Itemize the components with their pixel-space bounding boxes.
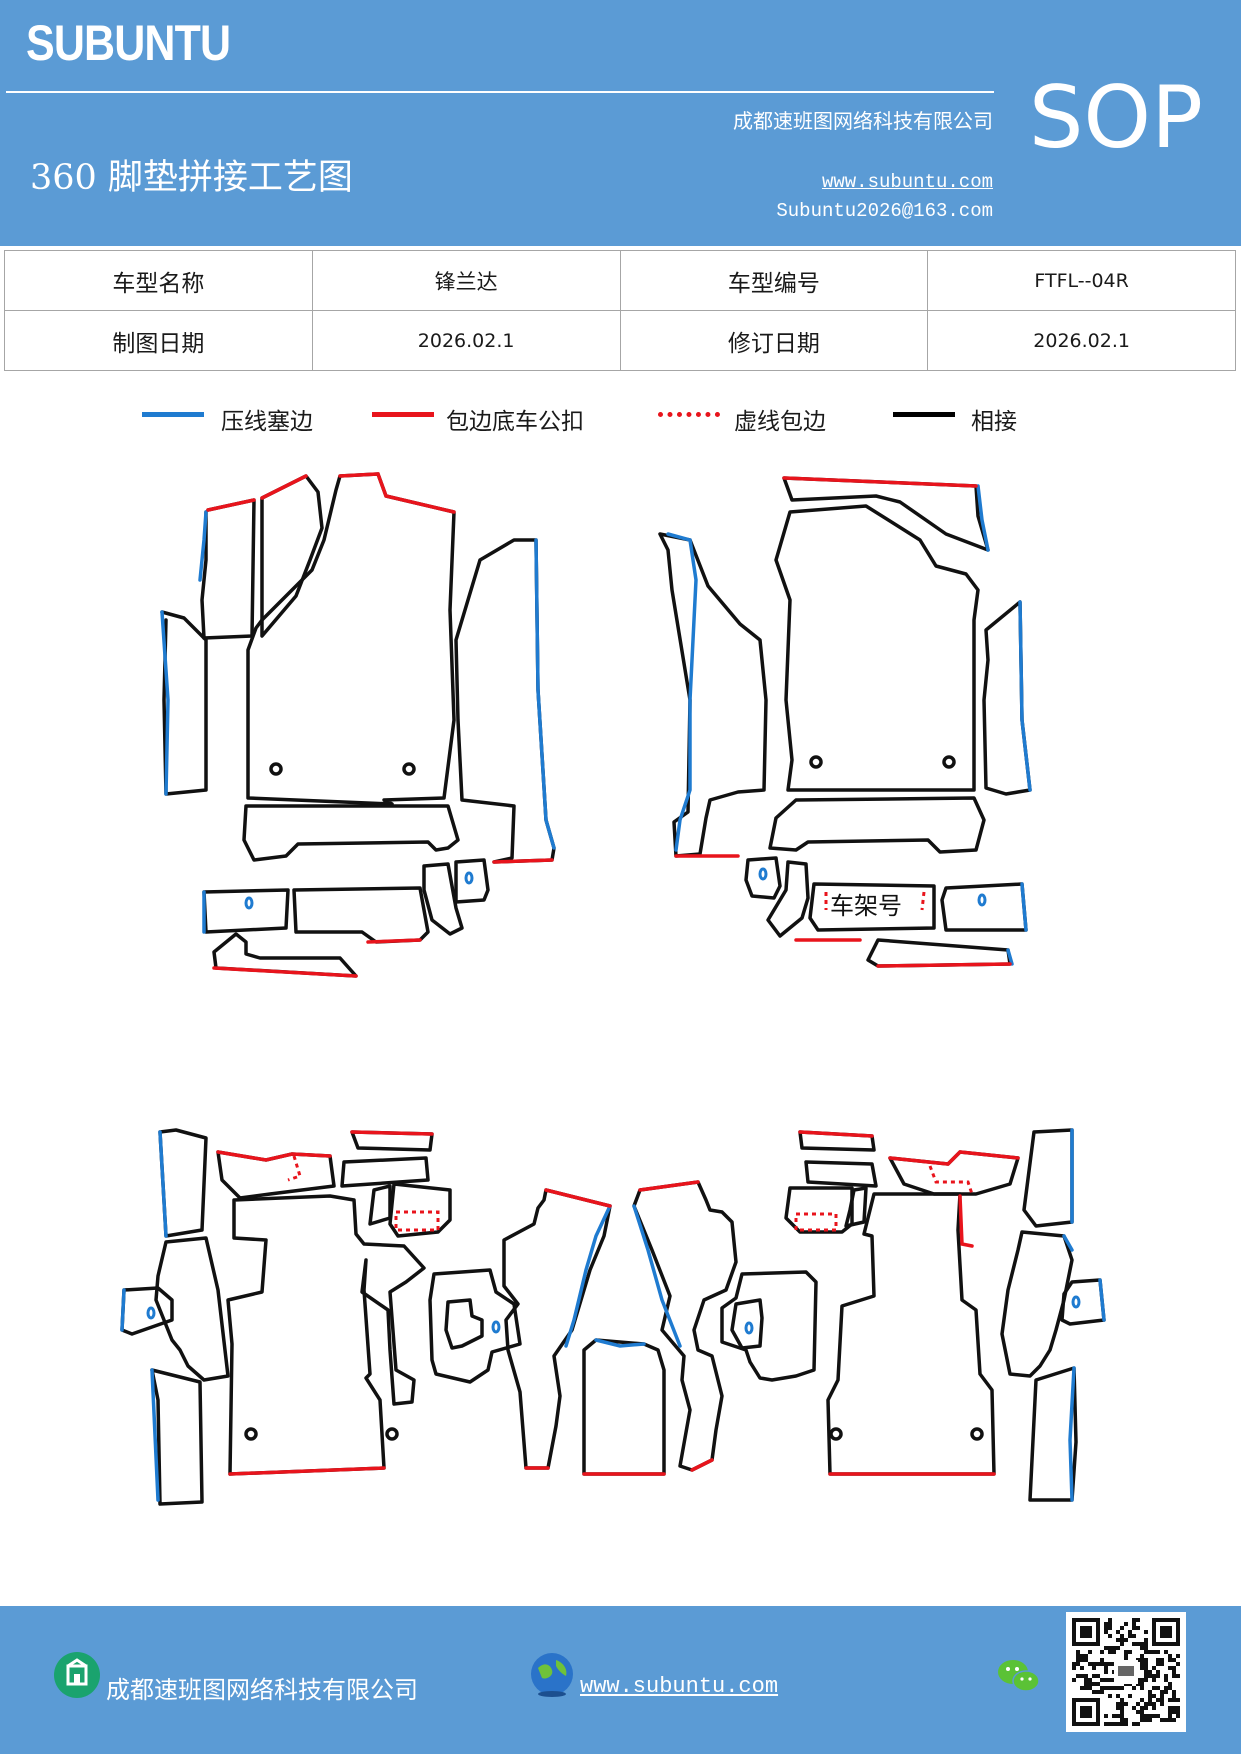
company-name: 成都速班图网络科技有限公司 — [733, 109, 993, 133]
vehicle-info-table: 车型名称 锋兰达 车型编号 FTFL--04R 制图日期 2026.02.1 修… — [4, 250, 1236, 371]
drawing-date-label: 制图日期 — [4, 310, 313, 371]
legend-label: 虚线包边 — [734, 409, 826, 435]
dotted-edging-lines — [287, 891, 974, 1232]
line-legend: 压线塞边 包边底车公扣 虚线包边 相接 — [0, 402, 1241, 442]
legend-swatch-red — [372, 412, 434, 417]
header-banner: SUBUNTU 成都速班图网络科技有限公司 360 脚垫拼接工艺图 www.su… — [0, 0, 1241, 246]
clip-hole-markers — [146, 867, 1081, 1335]
brand-logo: SUBUNTU — [26, 15, 231, 71]
drawing-date-value: 2026.02.1 — [311, 310, 621, 371]
website-link[interactable]: www.subuntu.com — [821, 171, 993, 193]
mat-piece-rear-right — [632, 1128, 1106, 1502]
footer-website-link[interactable]: www.subuntu.com — [580, 1674, 779, 1699]
edging-lines — [206, 472, 1020, 1476]
sop-badge: SOP — [1028, 68, 1203, 168]
building-icon — [54, 1652, 100, 1698]
qr-code — [1066, 1612, 1186, 1732]
mat-piece-front-left — [160, 472, 556, 978]
header-divider — [6, 91, 994, 93]
revision-date-label: 修订日期 — [619, 310, 929, 371]
table-row: 制图日期 2026.02.1 修订日期 2026.02.1 — [4, 310, 1236, 371]
contact-email: Subuntu2026@163.com — [776, 200, 993, 222]
model-name-value: 锋兰达 — [311, 250, 621, 311]
model-code-value: FTFL--04R — [927, 250, 1236, 311]
footer-company-name: 成都速班图网络科技有限公司 — [106, 1676, 418, 1704]
floor-mat-splice-diagram: 车架号 — [120, 472, 1106, 1506]
mat-piece-rear-left — [120, 1128, 666, 1506]
model-code-label: 车型编号 — [619, 250, 929, 311]
legend-label: 包边底车公扣 — [446, 409, 584, 435]
legend-swatch-black — [893, 412, 955, 417]
model-name-label: 车型名称 — [4, 250, 313, 311]
press-line-edges — [120, 484, 1106, 1502]
table-row: 车型名称 锋兰达 车型编号 FTFL--04R — [4, 250, 1236, 311]
vin-label: 车架号 — [830, 892, 902, 920]
footer-banner: 成都速班图网络科技有限公司 www.subuntu.com — [0, 1606, 1241, 1754]
globe-icon — [528, 1650, 576, 1698]
legend-label: 相接 — [971, 409, 1017, 435]
document-title: 360 脚垫拼接工艺图 — [30, 158, 353, 198]
legend-swatch-blue — [142, 412, 204, 417]
wechat-icon[interactable] — [996, 1656, 1042, 1696]
revision-date-value: 2026.02.1 — [927, 310, 1236, 371]
legend-label: 压线塞边 — [221, 409, 313, 435]
legend-swatch-red-dotted — [658, 412, 720, 417]
